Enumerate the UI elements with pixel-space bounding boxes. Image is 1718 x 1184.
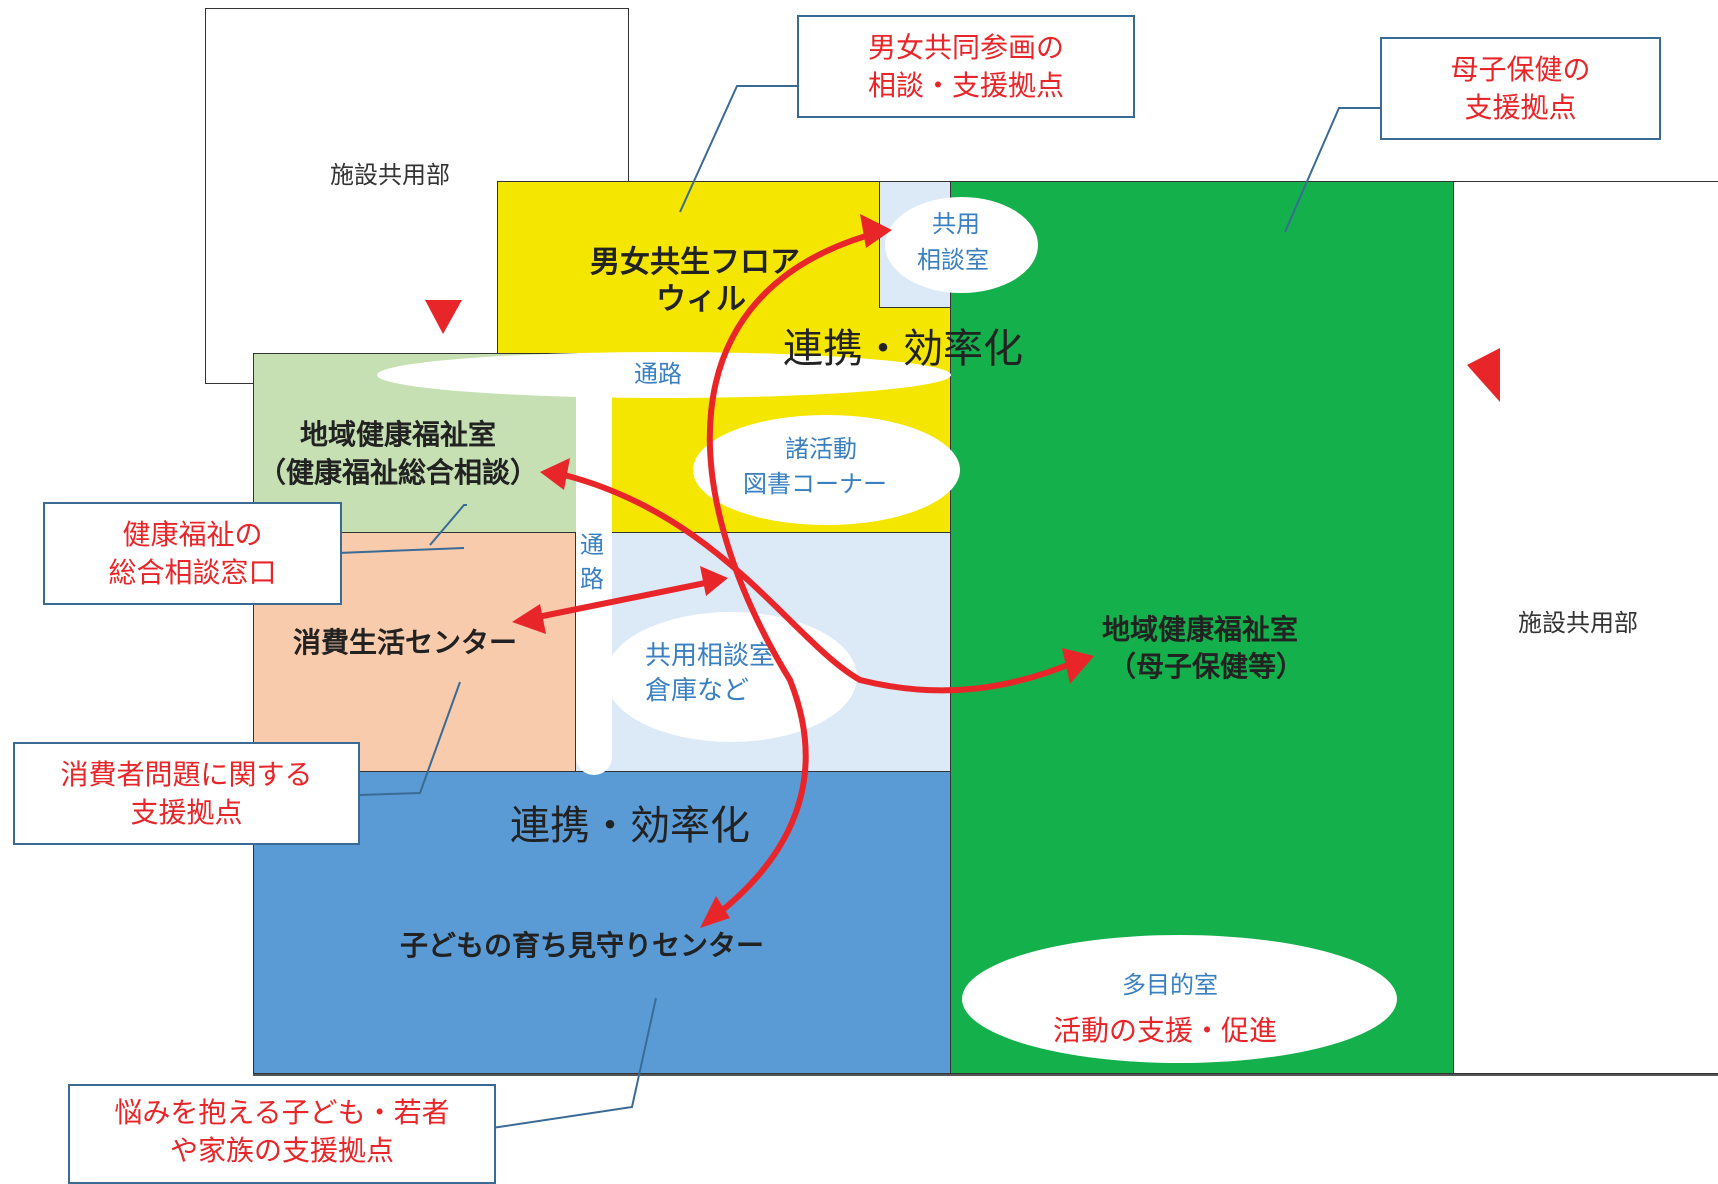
shared-storage-oval	[605, 612, 857, 742]
callout-consumer-line1: 消費者問題に関する	[60, 758, 313, 791]
entrance-triangle-top-icon	[425, 300, 462, 334]
child-center-room	[253, 771, 952, 1074]
callout-gender-equality-line1: 男女共同参画の	[867, 31, 1064, 64]
callout-consumer-line2: 支援拠点	[130, 795, 243, 829]
gender-floor-label-1: 男女共生フロア	[590, 245, 800, 280]
maternal-health-label-2: （母子保健等）	[1108, 650, 1305, 683]
callout-maternal-line1: 母子保健の	[1450, 53, 1591, 86]
callout-youth-line2: や家族の支援拠点	[169, 1133, 394, 1167]
arrow-curve-health-to-maternal	[549, 469, 1083, 694]
callout-gender-equality-line2: 相談・支援拠点	[867, 68, 1064, 102]
callout-youth-line1: 悩みを抱える子ども・若者	[114, 1096, 450, 1129]
leader-line-maternal	[1284, 107, 1380, 233]
callout-gender-equality: 男女共同参画の 相談・支援拠点	[797, 15, 1135, 118]
multipurpose-oval	[962, 935, 1397, 1063]
arrowhead-consumer	[512, 604, 546, 634]
callout-health-welfare: 健康福祉の 総合相談窓口	[43, 502, 342, 605]
maternal-health-room	[950, 181, 1455, 1074]
passage-horizontal-label: 通路	[634, 360, 682, 388]
passage-vertical-label-2: 路	[580, 565, 604, 593]
activities-label-1: 諸活動	[785, 435, 857, 463]
floor-line	[253, 1074, 1718, 1076]
callout-consumer: 消費者問題に関する 支援拠点	[13, 742, 360, 845]
shared-consult-small-oval	[885, 197, 1038, 293]
entrance-triangle-right-icon	[1467, 348, 1500, 402]
callout-health-welfare-line2: 総合相談窓口	[108, 555, 277, 589]
health-welfare-label-2: （健康福祉総合相談）	[258, 456, 539, 489]
arrow-straight-consumer-storage	[520, 577, 723, 623]
arrowhead-health-welfare	[540, 458, 570, 490]
arrowhead-child-center	[700, 896, 730, 928]
shared-storage-label-2: 倉庫など	[645, 676, 750, 706]
activities-label-2: 図書コーナー	[743, 470, 887, 498]
multipurpose-label-1: 多目的室	[1122, 971, 1218, 999]
health-welfare-label-1: 地域健康福祉室	[300, 418, 497, 451]
cooperation-label-bottom: 連携・効率化	[510, 803, 750, 849]
passage-vertical-label-1: 通	[580, 531, 604, 559]
leader-line-health-2	[337, 547, 465, 554]
multipurpose-label-2: 活動の支援・促進	[1053, 1014, 1278, 1047]
shared-storage-label-1: 共用相談室	[645, 641, 776, 671]
leader-line-health	[429, 504, 467, 546]
callout-youth: 悩みを抱える子ども・若者 や家族の支援拠点	[68, 1084, 496, 1184]
common-area-right	[1453, 181, 1718, 1074]
leader-line-youth	[491, 997, 657, 1129]
passage-horizontal-oval	[377, 352, 951, 398]
maternal-health-label-1: 地域健康福祉室	[1102, 613, 1299, 646]
leader-line-consumer	[359, 681, 461, 796]
cooperation-label-top: 連携・効率化	[783, 326, 1023, 372]
callout-maternal: 母子保健の 支援拠点	[1380, 37, 1661, 140]
consumer-center-label: 消費生活センター	[293, 626, 518, 659]
shared-consult-small-label-2: 相談室	[917, 246, 989, 274]
arrowhead-storage	[700, 566, 728, 596]
common-area-left-label: 施設共用部	[330, 161, 450, 189]
passage-vertical-oval	[576, 355, 612, 775]
activities-oval	[693, 415, 960, 525]
callout-health-welfare-line1: 健康福祉の	[122, 518, 263, 551]
shared-consult-small-label-1: 共用	[932, 210, 980, 238]
leader-line-gender	[679, 85, 797, 213]
arrowhead-maternal	[1062, 648, 1094, 684]
arrow-curve-shared-to-child	[706, 229, 883, 923]
callout-maternal-line2: 支援拠点	[1464, 90, 1577, 124]
common-area-right-label: 施設共用部	[1518, 609, 1638, 637]
gender-floor-label-2: ウィル	[656, 282, 746, 317]
arrowhead-shared-small	[860, 214, 892, 248]
child-center-label: 子どもの育ち見守りセンター	[400, 929, 765, 962]
